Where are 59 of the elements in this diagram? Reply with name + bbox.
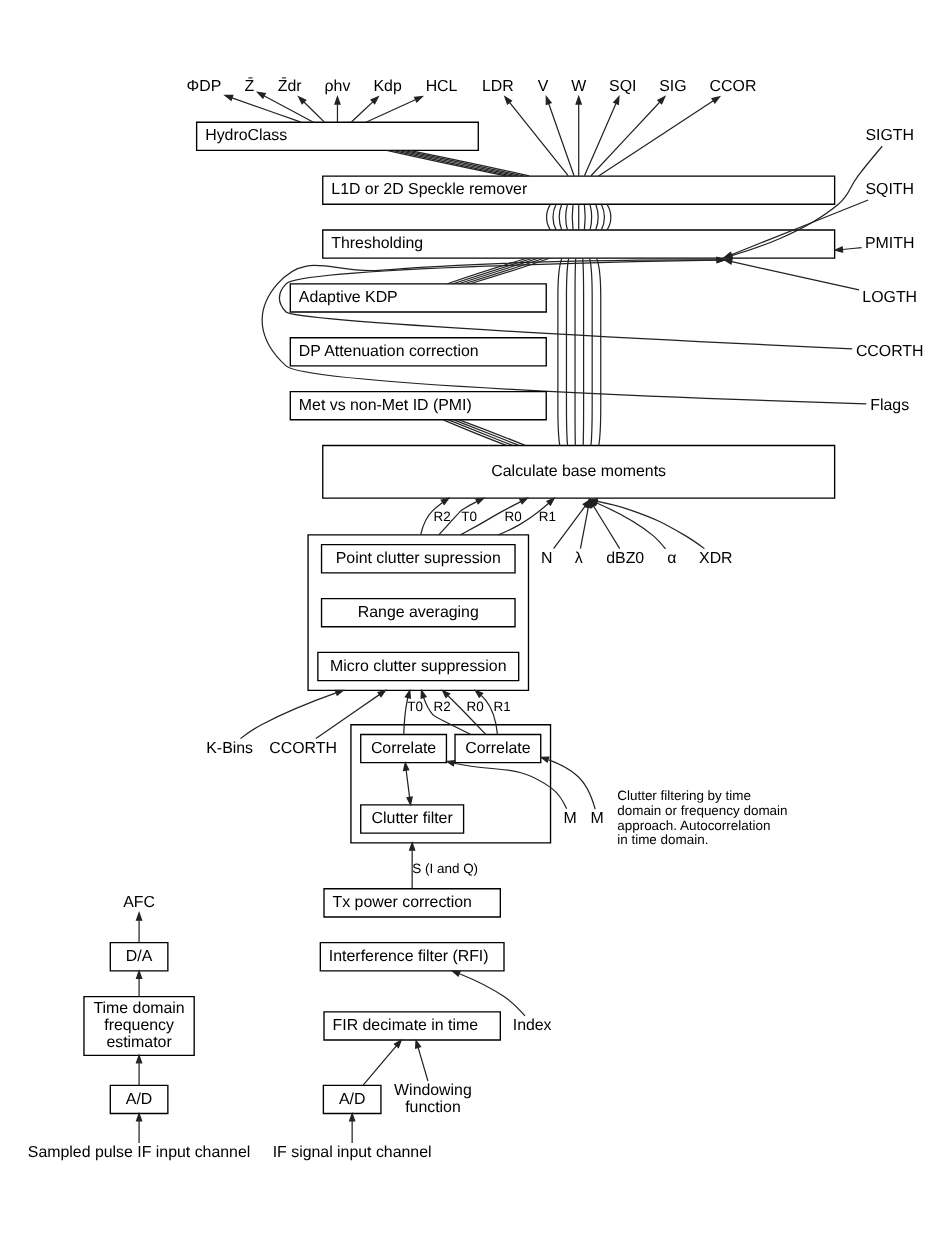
- connector: [595, 202, 599, 230]
- connector: [571, 202, 574, 230]
- arrow: [459, 496, 530, 535]
- arrow: [583, 94, 620, 176]
- arrow: [473, 688, 499, 735]
- arrow: [297, 94, 326, 122]
- arrow: [539, 755, 596, 809]
- arrow: [315, 688, 388, 739]
- arrow: [438, 496, 486, 535]
- arrow: [348, 1110, 356, 1143]
- connector: [552, 202, 557, 230]
- connector: [589, 256, 593, 445]
- connector: [557, 256, 563, 445]
- connector: [583, 202, 586, 230]
- arrow: [223, 93, 302, 122]
- arrow: [255, 90, 314, 122]
- arrow: [362, 1037, 403, 1085]
- arrow: [503, 94, 569, 176]
- arrow: [441, 688, 487, 734]
- arrow: [545, 93, 575, 176]
- connector: [582, 256, 585, 445]
- arrow: [415, 1037, 429, 1081]
- connector: [596, 256, 602, 445]
- arrow: [402, 760, 413, 806]
- arrow: [420, 496, 451, 535]
- connector: [606, 202, 612, 230]
- arrow: [408, 840, 416, 889]
- connector: [447, 418, 514, 446]
- arrow: [450, 969, 526, 1016]
- connector: [589, 202, 593, 230]
- arrow: [597, 94, 722, 176]
- connector: [453, 418, 520, 446]
- arrow: [135, 910, 143, 943]
- arrow: [575, 93, 583, 176]
- connector: [458, 418, 526, 446]
- arrow: [135, 968, 143, 997]
- arrow: [833, 245, 863, 252]
- connector: [578, 202, 580, 230]
- arrow: [420, 687, 472, 735]
- arrow: [590, 94, 667, 176]
- connector: [574, 256, 577, 445]
- connector: [565, 256, 570, 445]
- arrow: [135, 1110, 143, 1143]
- arrow: [365, 94, 425, 122]
- arrow: [261, 255, 867, 404]
- arrow: [403, 687, 412, 735]
- arrow: [445, 759, 568, 809]
- arrow: [497, 496, 556, 535]
- arrow: [135, 1052, 143, 1085]
- arrow: [278, 255, 853, 349]
- connector: [558, 202, 563, 230]
- connector: [442, 418, 507, 446]
- arrow: [350, 94, 380, 122]
- arrow: [239, 688, 345, 739]
- cluster: [307, 533, 530, 691]
- connector: [545, 202, 551, 230]
- connector: [565, 202, 568, 230]
- arrow: [722, 257, 860, 290]
- connector: [600, 202, 606, 230]
